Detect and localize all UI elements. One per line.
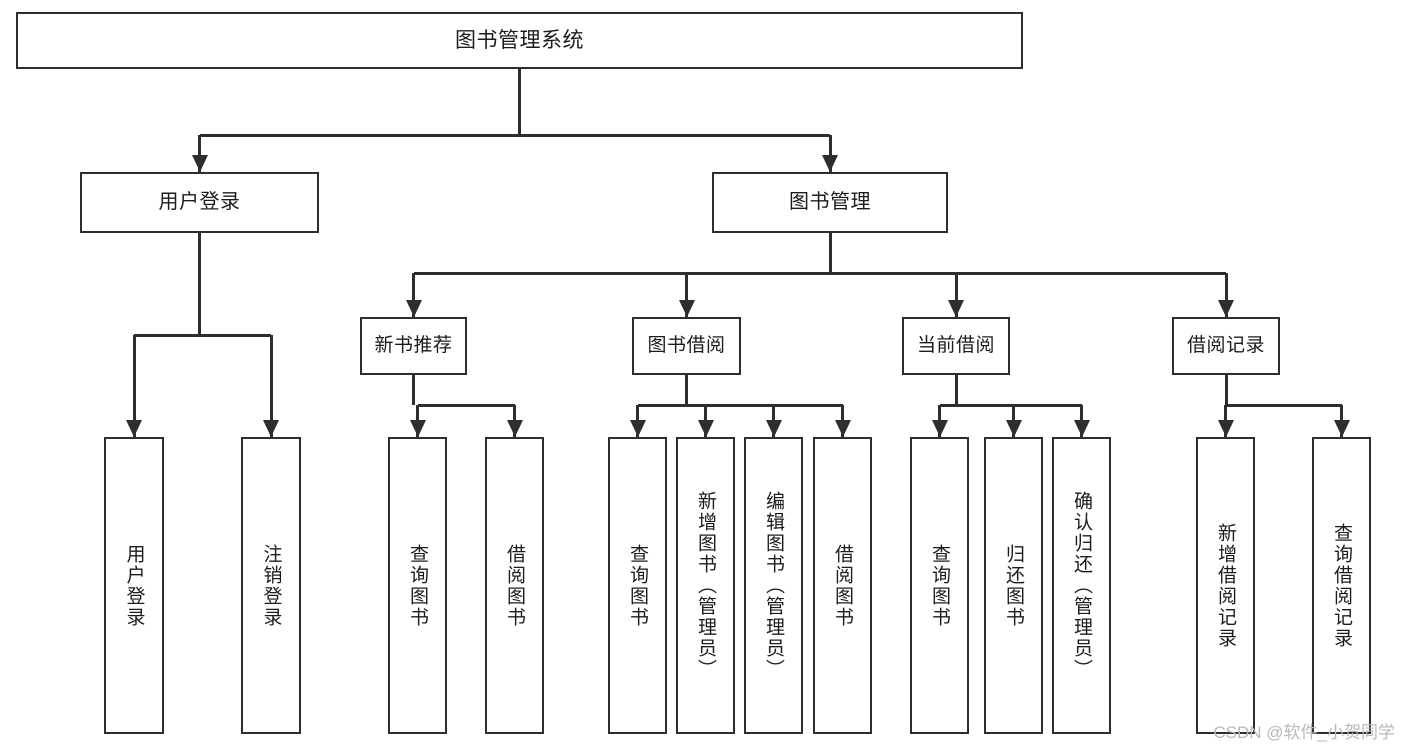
node-label: 注销登录 <box>260 543 282 628</box>
connector-line <box>412 273 415 317</box>
connector-arrowhead <box>405 300 422 317</box>
node-borrow-records[interactable]: 借阅记录 <box>1172 317 1280 375</box>
connector-line <box>1225 403 1342 407</box>
connector-line <box>413 271 1226 275</box>
connector-arrowhead <box>409 420 426 437</box>
leaf-borrow-book[interactable]: 借阅图书 <box>813 437 872 734</box>
node-label: 查询借阅记录 <box>1331 522 1352 649</box>
connector-arrowhead <box>948 300 964 317</box>
leaf-query-book-borrow[interactable]: 查询图书 <box>608 437 667 734</box>
connector-arrowhead <box>765 420 782 437</box>
connector-line <box>828 135 832 172</box>
node-current-borrow[interactable]: 当前借阅 <box>902 317 1010 375</box>
connector-line <box>685 273 688 317</box>
connector-arrowhead <box>931 420 948 437</box>
node-book-management[interactable]: 图书管理 <box>712 172 948 233</box>
connector-arrowhead <box>822 155 838 172</box>
leaf-edit-book-admin[interactable]: 编辑图书（管理员） <box>744 437 803 734</box>
node-label: 编辑图书（管理员） <box>763 491 784 680</box>
connector-line <box>412 375 415 405</box>
connector-arrowhead <box>1218 300 1234 317</box>
leaf-borrow-book-recommend[interactable]: 借阅图书 <box>485 437 544 734</box>
connector-line <box>134 333 271 337</box>
connector-line <box>132 335 136 437</box>
leaf-add-book-admin[interactable]: 新增图书（管理员） <box>676 437 735 734</box>
connector-line <box>518 69 521 135</box>
node-label: 借阅图书 <box>832 543 853 628</box>
leaf-user-login[interactable]: 用户登录 <box>104 437 164 734</box>
leaf-logout[interactable]: 注销登录 <box>241 437 301 734</box>
connector-line <box>939 403 1082 407</box>
node-label: 图书管理系统 <box>455 28 584 52</box>
connector-line <box>269 335 273 437</box>
connector-line <box>417 403 515 407</box>
node-label: 图书借阅 <box>647 335 726 357</box>
leaf-return-book[interactable]: 归还图书 <box>984 437 1043 734</box>
connector-line <box>954 375 958 405</box>
leaf-query-book-recommend[interactable]: 查询图书 <box>388 437 447 734</box>
connector-arrowhead <box>1005 420 1022 437</box>
connector-line <box>199 133 830 137</box>
connector-arrowhead <box>834 420 851 437</box>
leaf-confirm-return-admin[interactable]: 确认归还（管理员） <box>1052 437 1111 734</box>
connector-arrowhead <box>506 420 523 437</box>
connector-line <box>1224 375 1228 405</box>
connector-line <box>198 233 201 335</box>
node-label: 借阅记录 <box>1186 335 1265 357</box>
node-label: 确认归还（管理员） <box>1071 491 1092 680</box>
connector-arrowhead <box>191 155 208 172</box>
connector-line <box>198 135 201 172</box>
node-root[interactable]: 图书管理系统 <box>16 12 1023 69</box>
connector-arrowhead <box>1073 420 1090 437</box>
connector-line <box>954 273 958 317</box>
node-label: 当前借阅 <box>916 335 995 357</box>
connector-arrowhead <box>1217 420 1234 437</box>
node-label: 用户登录 <box>123 543 145 628</box>
node-label: 借阅图书 <box>504 543 525 628</box>
node-label: 图书管理 <box>789 191 871 214</box>
connector-arrowhead <box>629 420 646 437</box>
node-label: 归还图书 <box>1003 543 1024 628</box>
connector-arrowhead <box>697 420 714 437</box>
node-label: 查询图书 <box>407 543 428 628</box>
connector-line <box>828 233 832 273</box>
node-new-book-recommend[interactable]: 新书推荐 <box>360 317 467 375</box>
node-label: 新书推荐 <box>374 335 453 357</box>
leaf-add-borrow-record[interactable]: 新增借阅记录 <box>1196 437 1255 734</box>
connector-arrowhead <box>263 420 279 437</box>
leaf-query-borrow-record[interactable]: 查询借阅记录 <box>1312 437 1371 734</box>
node-label: 新增借阅记录 <box>1215 522 1236 649</box>
connector-arrowhead <box>678 300 695 317</box>
connector-line <box>685 375 688 405</box>
node-label: 新增图书（管理员） <box>695 491 716 680</box>
leaf-query-book-current[interactable]: 查询图书 <box>910 437 969 734</box>
connector-arrowhead <box>126 420 142 437</box>
connector-line <box>637 403 843 407</box>
node-label: 查询图书 <box>929 543 950 628</box>
connector-arrowhead <box>1333 420 1350 437</box>
node-book-borrow[interactable]: 图书借阅 <box>632 317 741 375</box>
node-user-login[interactable]: 用户登录 <box>80 172 319 233</box>
connector-line <box>1224 273 1228 317</box>
node-label: 查询图书 <box>627 543 648 628</box>
node-label: 用户登录 <box>158 191 241 214</box>
